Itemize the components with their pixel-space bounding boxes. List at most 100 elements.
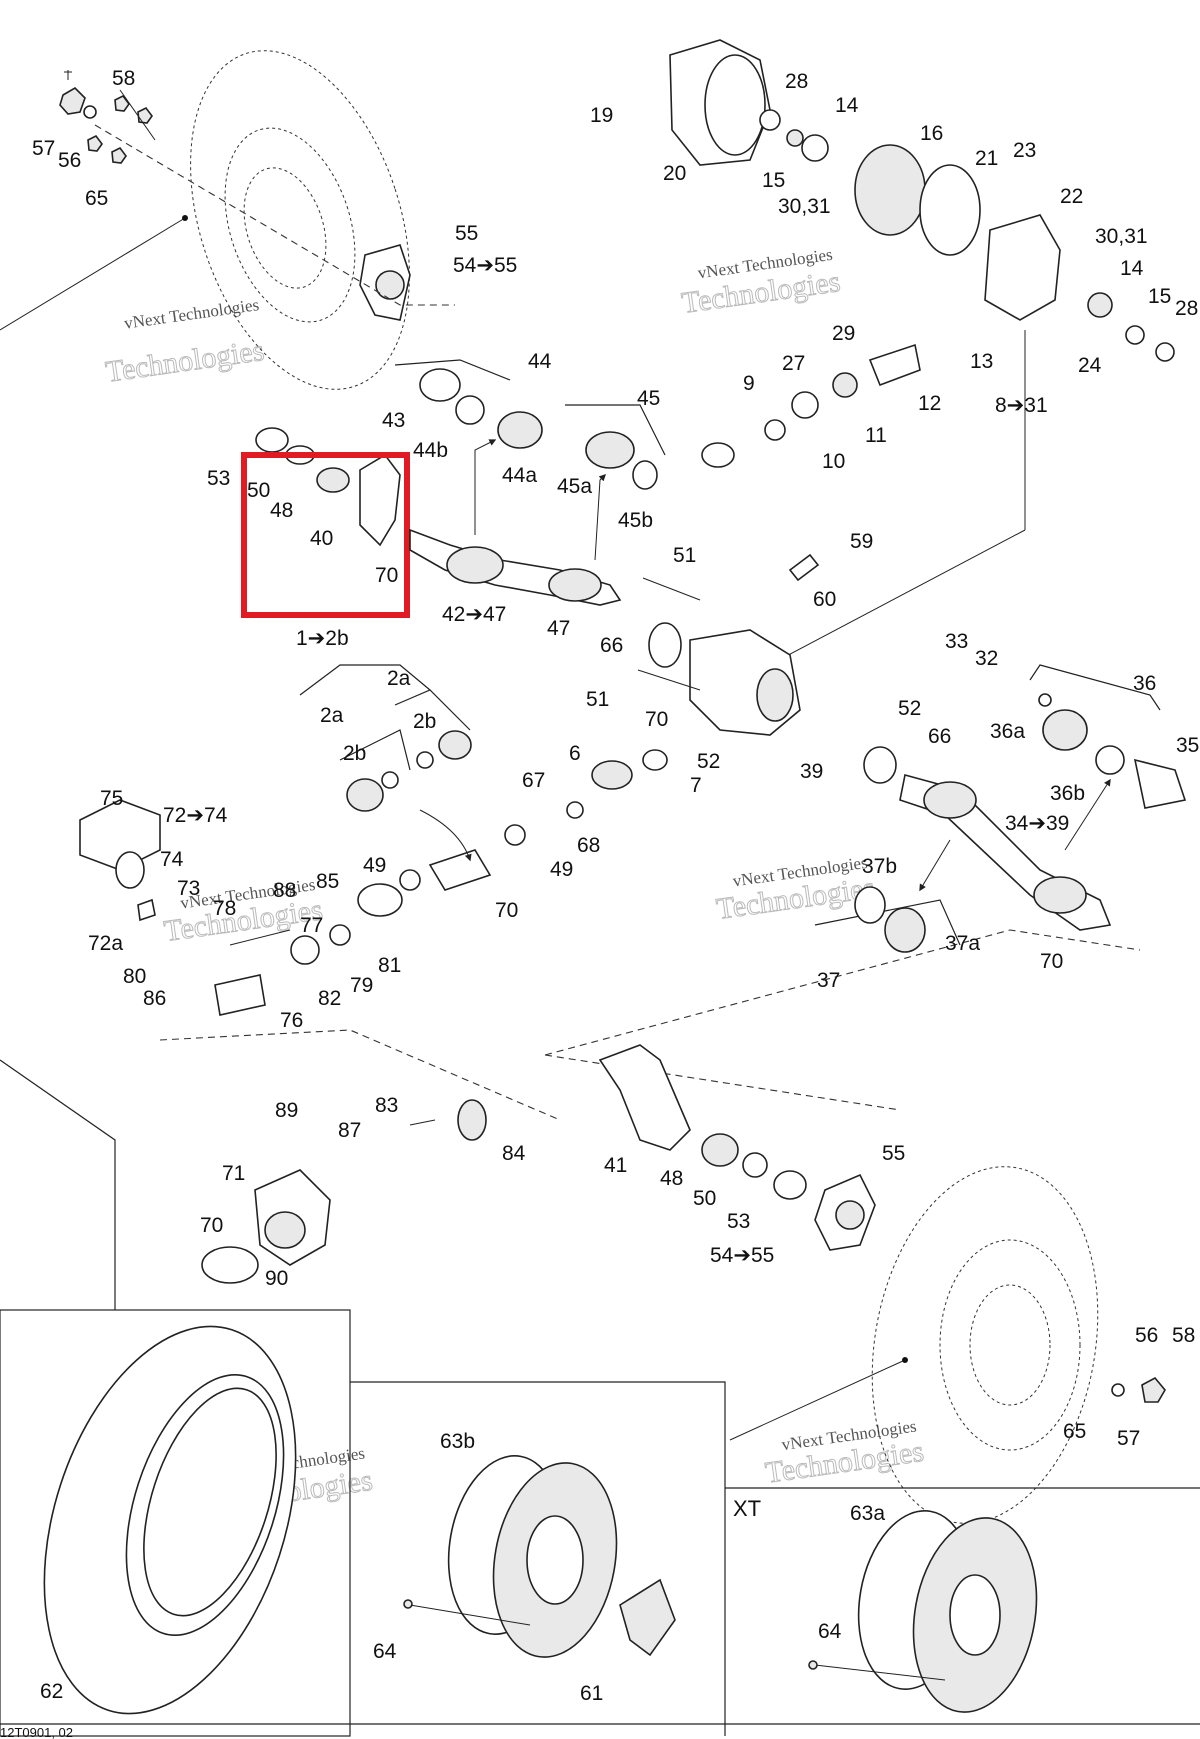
callout-66: 66 <box>600 634 623 657</box>
callout-44: 44 <box>528 350 552 373</box>
callout-70: 70 <box>375 564 398 587</box>
bearing <box>1087 292 1113 318</box>
callout-85: 85 <box>316 870 339 893</box>
tire-outline <box>871 1166 1099 1524</box>
gear-case-opening <box>264 1211 306 1249</box>
trailing-arm <box>598 1044 691 1151</box>
ring-gear <box>854 144 926 236</box>
callout-57: 57 <box>32 137 55 160</box>
callout-33: 33 <box>945 630 968 653</box>
valve-stem <box>403 1599 413 1609</box>
callout-81: 81 <box>378 954 401 977</box>
boot <box>884 907 926 953</box>
clamp <box>455 395 485 425</box>
callout-11: 11 <box>865 424 887 447</box>
callout-37b: 37b <box>862 855 897 878</box>
callout-14: 14 <box>1120 257 1144 280</box>
retaining-ring <box>742 1152 768 1178</box>
center-gearbox <box>637 553 820 736</box>
callout-58: 58 <box>112 67 135 90</box>
callout-53: 53 <box>207 467 230 490</box>
assembly-line <box>544 929 1141 1056</box>
steel-rim-illustration <box>403 1455 676 1658</box>
seal <box>773 1170 807 1200</box>
callout-2b: 2b <box>343 742 366 765</box>
ring <box>642 749 668 771</box>
clamp <box>1038 693 1052 707</box>
ring <box>399 869 421 891</box>
callout-15: 15 <box>762 169 785 192</box>
arrow <box>1064 778 1111 851</box>
callout-79: 79 <box>350 974 373 997</box>
coupler <box>591 760 633 790</box>
rim-outline <box>224 127 356 323</box>
o-ring <box>919 164 981 256</box>
callout-16: 16 <box>920 122 943 145</box>
knuckle <box>359 453 401 547</box>
clamp <box>381 771 399 789</box>
bolt <box>642 577 701 601</box>
wheel-nut <box>87 134 103 152</box>
shim <box>786 129 804 147</box>
callout-19: 19 <box>590 104 613 127</box>
callout-70: 70 <box>495 899 518 922</box>
callout-44a: 44a <box>502 464 537 487</box>
bearing <box>290 935 320 965</box>
wheel-nut <box>114 94 130 112</box>
boot <box>419 368 461 402</box>
callout-37a: 37a <box>945 932 980 955</box>
cv-joint <box>548 568 602 602</box>
callout-53: 53 <box>727 1210 750 1233</box>
diagram-code: 12T0901, 02 <box>0 1725 73 1739</box>
callout-45b: 45b <box>618 509 653 532</box>
callout-71: 71 <box>222 1162 245 1185</box>
o-ring <box>115 851 145 889</box>
callout-35: 35 <box>1176 734 1199 757</box>
callout-54-55: 54➔55 <box>710 1244 774 1267</box>
arrow <box>919 839 951 892</box>
arrow <box>594 474 606 561</box>
callout-51: 51 <box>673 544 696 567</box>
wheel-nut <box>137 106 153 124</box>
pin <box>409 1119 436 1126</box>
callout-29: 29 <box>832 322 855 345</box>
callout-64: 64 <box>818 1620 842 1643</box>
callout-70: 70 <box>1040 950 1063 973</box>
callout-63b: 63b <box>440 1430 475 1453</box>
seal <box>759 109 781 131</box>
callout-2a: 2a <box>320 704 344 727</box>
callout-36a: 36a <box>990 720 1025 743</box>
washer <box>1111 1383 1125 1397</box>
callout-15: 15 <box>1148 285 1171 308</box>
boot <box>497 411 543 449</box>
bracket-44 <box>394 359 511 381</box>
clamp <box>854 886 886 924</box>
rim-panel <box>350 1381 726 1736</box>
highlight-box <box>241 452 410 618</box>
callout-30-31: 30,31 <box>1095 225 1148 248</box>
seal <box>863 746 897 784</box>
o-ring <box>201 1246 259 1284</box>
pin <box>229 929 291 946</box>
washer <box>83 105 97 119</box>
ring <box>329 924 351 946</box>
valve-leader <box>814 1664 946 1681</box>
inset-label: XT <box>733 1496 761 1521</box>
hub-center <box>835 1200 865 1230</box>
callout-61: 61 <box>580 1682 603 1705</box>
callout-14: 14 <box>835 94 859 117</box>
seal <box>255 427 289 453</box>
seal <box>566 801 584 819</box>
wheel-nut <box>111 146 127 164</box>
seal <box>701 442 735 468</box>
callout-8-31: 8➔31 <box>995 394 1048 417</box>
callout-51: 51 <box>586 688 609 711</box>
callout-54-55: 54➔55 <box>453 254 517 277</box>
callout-23: 23 <box>1013 139 1036 162</box>
callout-90: 90 <box>265 1267 288 1290</box>
bushing <box>457 1099 487 1141</box>
callout-43: 43 <box>382 409 405 432</box>
lower-gear-case <box>201 1099 487 1284</box>
leader <box>759 529 1026 671</box>
actuator-group <box>79 799 351 1016</box>
